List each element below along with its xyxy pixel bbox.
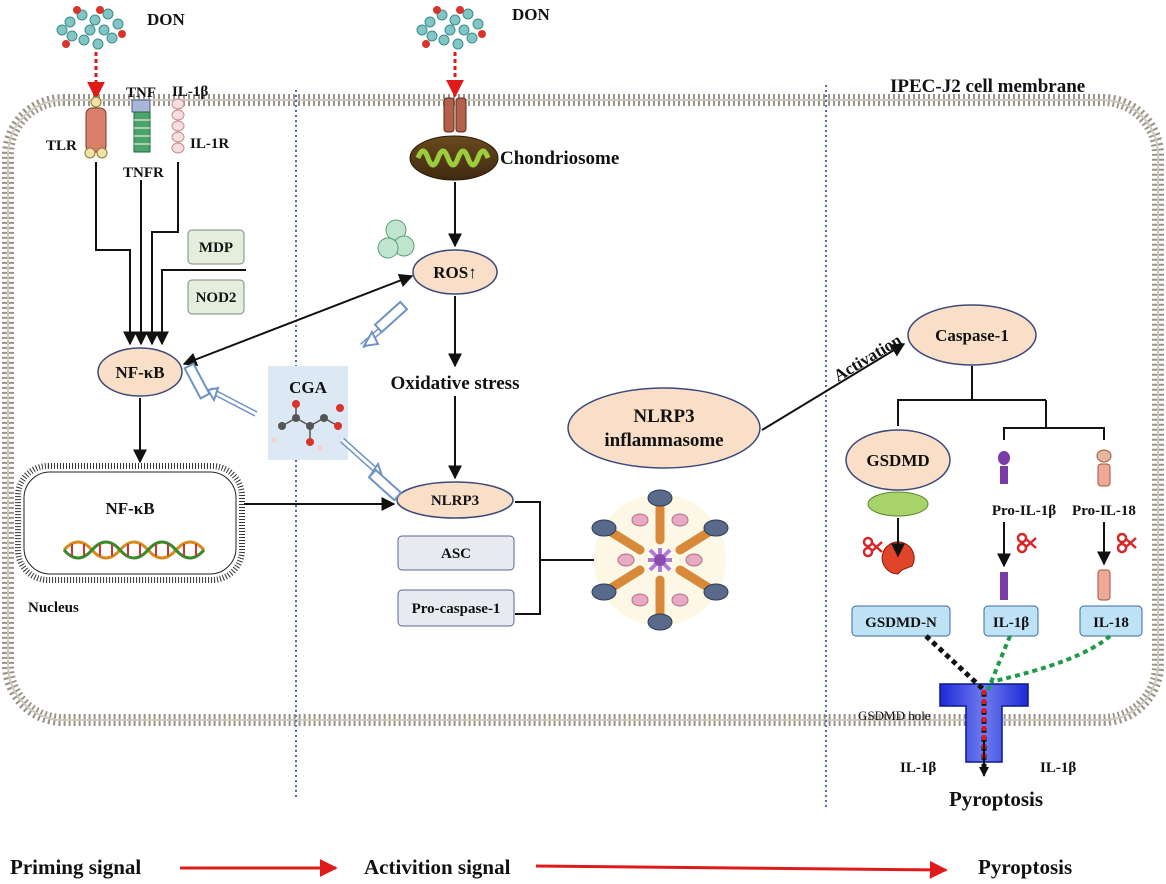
footer-activation: Activition signal [364, 855, 511, 879]
mdp-label: MDP [199, 240, 233, 256]
il1r-receptor [171, 98, 185, 154]
il1b-export-path [986, 635, 1012, 691]
scissors-icon [1116, 532, 1137, 554]
inhibit-nlrp3-icon [339, 437, 403, 502]
il1r-label: IL-1R [190, 136, 229, 152]
nlrp3-inflammasome-oval [567, 387, 761, 469]
scissors-icon [862, 536, 883, 558]
il18-box-label: IL-18 [1093, 615, 1129, 631]
connector-arrows [95, 162, 1111, 615]
nlrp3-inflammasome-line2: inflammasome [604, 430, 723, 451]
inhibit-ros-icon [360, 300, 409, 349]
nfkb-nucleus-label: NF-κB [105, 499, 154, 518]
channel-receptor-mid [443, 97, 467, 133]
don-molecule-mid [416, 6, 486, 50]
cga-label: CGA [289, 378, 328, 397]
il1b-out-right: IL-1β [1040, 760, 1076, 776]
nucleus-label: Nucleus [28, 600, 79, 616]
gsdmd-n-box [851, 605, 951, 637]
ros-spheres-icon [377, 219, 415, 259]
don-label-mid: DON [512, 5, 551, 24]
ros-label: ROS↑ [433, 263, 476, 282]
gsdmd-oval [845, 429, 951, 491]
scissors-icon [1016, 532, 1037, 554]
il1b-out-left: IL-1β [900, 760, 936, 776]
tlr-receptor [84, 96, 108, 159]
il1b-fragment-icon [1000, 572, 1008, 600]
nlrp3-inflammasome-line1: NLRP3 [633, 406, 694, 427]
activation-label: Activation [830, 330, 905, 385]
mdp-box [187, 229, 245, 265]
nucleus [15, 463, 245, 583]
nod2-label: NOD2 [196, 290, 237, 306]
pro-il1b-label: Pro-IL-1β [992, 503, 1056, 519]
pro-il18-icon [1096, 449, 1112, 487]
inhibit-nfkb-icon [183, 362, 258, 417]
chondriosome-icon [409, 135, 499, 181]
nlrp3-label: NLRP3 [431, 493, 479, 509]
il1b-box [983, 605, 1039, 637]
footer-arrow-2 [535, 860, 948, 879]
caspase1-label: Caspase-1 [935, 326, 1009, 345]
chondriosome-label: Chondriosome [500, 148, 619, 169]
don-molecule-left [56, 6, 126, 50]
tnfr-receptor [131, 99, 151, 153]
membrane-label: IPEC-J2 cell membrane [890, 76, 1085, 97]
il18-fragment-icon [1097, 569, 1111, 601]
pro-caspase1-label: Pro-caspase-1 [412, 601, 501, 617]
pro-il1b-icon [998, 451, 1010, 484]
gsdmd-protein-icon [867, 491, 929, 517]
il18-export-path [989, 634, 1112, 684]
tnf-label: TNF [126, 85, 156, 101]
il18-box [1079, 605, 1143, 637]
pro-il18-label: Pro-IL-18 [1072, 503, 1136, 519]
il1b-box-label: IL-1β [993, 615, 1029, 631]
nlrp3-oval [396, 481, 514, 519]
gsdmd-n-fragment-icon [881, 541, 915, 575]
oxidative-stress-label: Oxidative stress [391, 373, 520, 394]
nfkb-cyto-oval [97, 347, 183, 397]
pyroptosis-center-label: Pyroptosis [949, 787, 1043, 811]
gsdmd-label: GSDMD [866, 451, 929, 470]
gsdmd-hole-label: GSDMD hole [858, 708, 931, 723]
tlr-label: TLR [46, 138, 77, 154]
dna-icon [62, 540, 206, 560]
tnfr-label: TNFR [123, 165, 164, 181]
don-label-left: DON [147, 10, 186, 29]
il1b-top-label: IL-1β [172, 84, 208, 100]
gsdmd-n-label: GSDMD-N [865, 615, 937, 631]
caspase1-oval [907, 304, 1037, 366]
footer-priming: Priming signal [10, 855, 141, 879]
ros-oval [412, 249, 498, 295]
pro-caspase1-box [397, 589, 515, 627]
asc-box [397, 535, 515, 571]
cell-membrane [2, 94, 1164, 726]
inflammasome-complex-icon [591, 489, 729, 631]
cga-molecule [268, 366, 348, 460]
footer-pyroptosis: Pyroptosis [978, 855, 1072, 879]
nfkb-cyto-label: NF-κB [115, 363, 164, 382]
asc-label: ASC [441, 546, 471, 562]
